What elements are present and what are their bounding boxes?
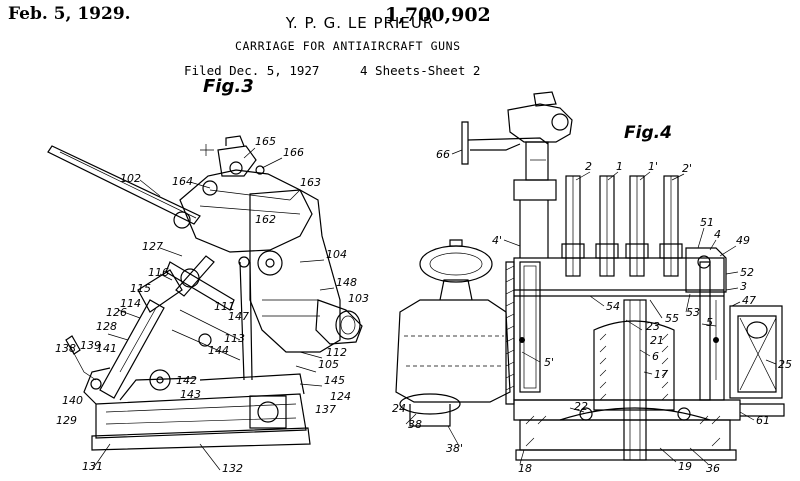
ref-1: 1	[616, 160, 623, 173]
ref-55: 55	[665, 312, 679, 325]
figure-3-label: Fig.3	[203, 76, 254, 97]
ref-18: 18	[518, 462, 532, 475]
ref-23: 23	[646, 320, 660, 333]
ref-4-prime: 4'	[492, 234, 502, 247]
ref-61: 61	[756, 414, 770, 427]
right-bracket	[685, 247, 783, 399]
ref-138: 138	[55, 342, 76, 355]
ref-5-prime: 5'	[544, 356, 554, 369]
ref-24: 24	[392, 402, 406, 415]
ref-114: 114	[120, 297, 141, 310]
ref-111: 111	[214, 300, 235, 313]
ref-25: 25	[778, 358, 792, 371]
ref-145: 145	[324, 374, 345, 387]
ref-3: 3	[740, 280, 747, 293]
base-bearing	[513, 399, 785, 461]
inventor-name: Y. P. G. LE PRIEUR	[285, 14, 435, 32]
gun-barrel	[47, 145, 201, 225]
ref-129: 129	[56, 414, 77, 427]
ref-6: 6	[652, 350, 659, 363]
ref-5: 5	[706, 316, 713, 329]
ref-2-prime: 2'	[682, 162, 692, 175]
ref-52: 52	[740, 266, 754, 279]
ref-126: 126	[106, 306, 127, 319]
link-mechanism	[165, 255, 253, 381]
figure-4-leaders	[405, 149, 777, 465]
ref-143: 143	[180, 388, 201, 401]
ref-132: 132	[222, 462, 243, 475]
ref-53: 53	[686, 306, 700, 319]
ref-162: 162	[255, 213, 276, 226]
ref-115: 115	[130, 282, 151, 295]
ref-49: 49	[736, 234, 750, 247]
ref-112: 112	[326, 346, 347, 359]
ref-128: 128	[96, 320, 117, 333]
patent-title: CARRIAGE FOR ANTIAIRCRAFT GUNS	[235, 39, 461, 53]
figure-3-numerals: 102 165 166 164 163 162 127 104 116 148 …	[55, 135, 369, 475]
ref-66: 66	[436, 148, 450, 161]
ref-4: 4	[714, 228, 721, 241]
figure-3-leaders	[91, 147, 335, 471]
ref-38: 38	[408, 418, 422, 431]
ref-1-prime: 1'	[648, 160, 658, 173]
ref-147: 147	[228, 310, 249, 323]
breech-housing	[249, 189, 363, 353]
inclined-column	[99, 269, 183, 399]
ref-104: 104	[326, 248, 347, 261]
ref-164: 164	[172, 175, 193, 188]
sight-assembly	[461, 91, 573, 258]
ref-54: 54	[606, 300, 620, 313]
ref-22: 22	[574, 400, 588, 413]
ref-165: 165	[255, 135, 276, 148]
ref-142: 142	[176, 374, 197, 387]
filed-date: Filed Dec. 5, 1927	[184, 63, 320, 78]
ref-148: 148	[336, 276, 357, 289]
ref-131: 131	[82, 460, 103, 473]
patent-number: 1,700,902	[385, 4, 491, 26]
ref-124: 124	[330, 390, 351, 403]
ref-113: 113	[224, 332, 245, 345]
ref-19: 19	[678, 460, 692, 473]
ref-166: 166	[283, 146, 304, 159]
ref-163: 163	[300, 176, 321, 189]
ref-137: 137	[315, 403, 336, 416]
patent-date: Feb. 5, 1929.	[8, 4, 131, 24]
main-housing	[505, 257, 725, 405]
sheet-count: 4 Sheets-Sheet 2	[360, 63, 481, 78]
base-platform	[65, 335, 311, 451]
figure-3-drawing: 102 165 166 164 163 162 127 104 116 148 …	[47, 135, 369, 475]
ref-102: 102	[120, 172, 141, 185]
ref-2: 2	[585, 160, 592, 173]
cradle-body	[173, 135, 313, 253]
figure-4-numerals: 66 2 1 1' 2' 4' 51 4 49 52 3 47 54 55 53…	[392, 148, 792, 475]
ref-140: 140	[62, 394, 83, 407]
ref-47: 47	[742, 294, 756, 307]
ref-17: 17	[654, 368, 668, 381]
ref-139: 139	[80, 339, 101, 352]
ref-127: 127	[142, 240, 163, 253]
ref-105: 105	[318, 358, 339, 371]
ref-141: 141	[96, 342, 117, 355]
ref-144: 144	[208, 344, 229, 357]
figure-4-drawing: 66 2 1 1' 2' 4' 51 4 49 52 3 47 54 55 53…	[392, 91, 792, 475]
ref-38-prime: 38'	[446, 442, 463, 455]
ref-21: 21	[650, 334, 664, 347]
ref-36: 36	[706, 462, 720, 475]
ref-103: 103	[348, 292, 369, 305]
ref-51: 51	[700, 216, 714, 229]
vertical-tubes	[561, 175, 683, 277]
operator-seat	[395, 239, 511, 427]
figure-4-label: Fig.4	[624, 123, 672, 143]
